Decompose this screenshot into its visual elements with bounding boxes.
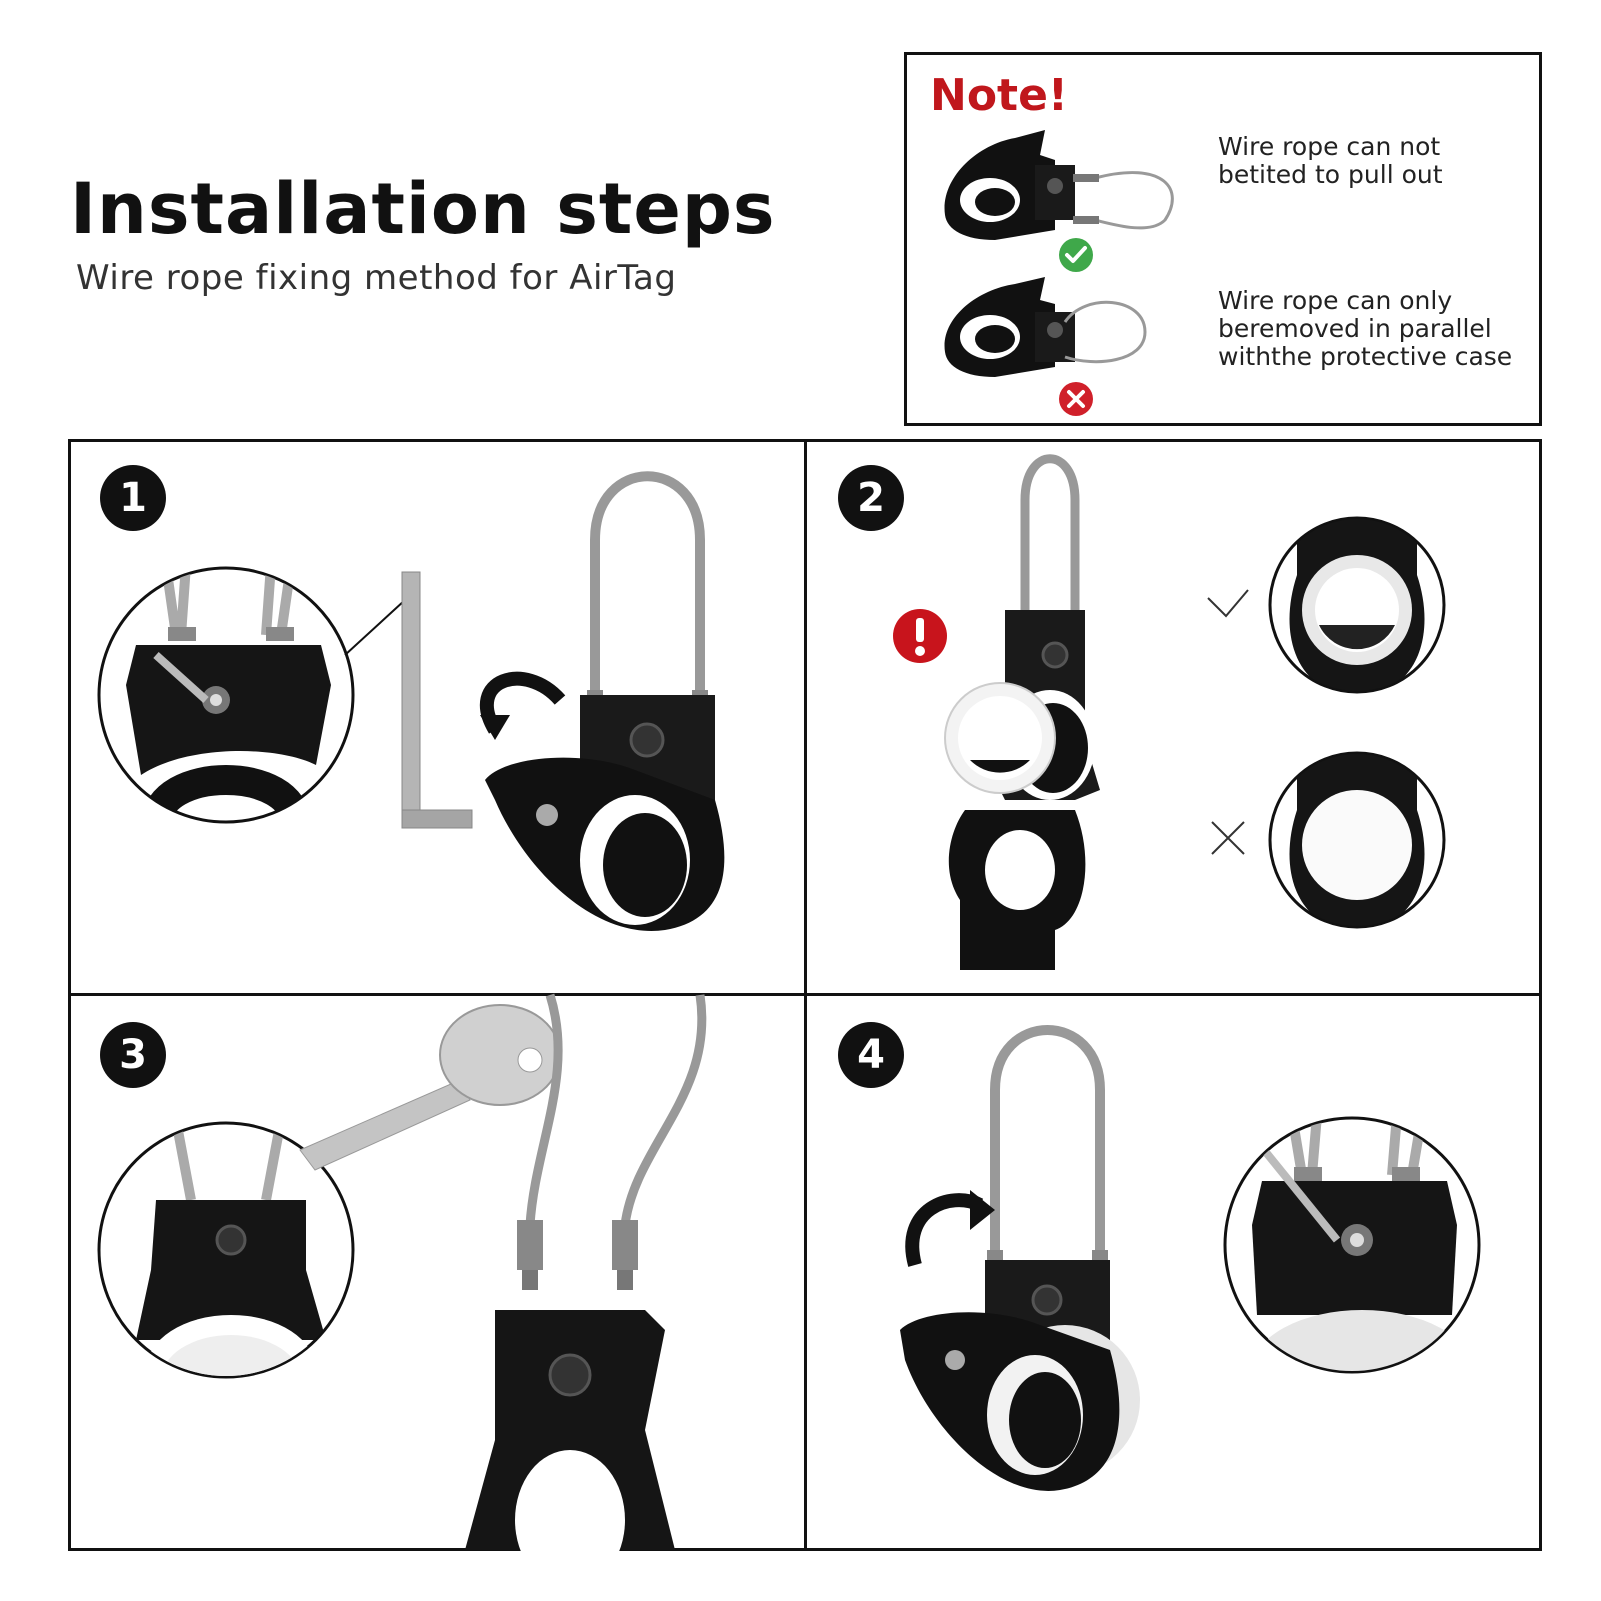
note-title: Note! [930,70,1068,121]
step-3-cable-illustration [517,993,707,1290]
note-wrong-illustration [944,277,1147,377]
step-1-product-illustration [479,471,725,931]
step-2-product-illustration [944,454,1100,970]
step-4-badge: 4 [838,1022,904,1088]
step-3-bracket-illustration [465,1310,675,1590]
step-3-zoom-illustration [97,1121,355,1379]
step-4-product-illustration [900,1025,1140,1491]
note-wrong-text: Wire rope can only beremoved in parallel… [1218,286,1513,371]
grid-divider-horizontal [68,993,1542,996]
step-2-wrong-zoom [1268,751,1446,929]
check-mark-icon [1207,589,1249,618]
cross-icon [1059,382,1093,416]
page-title: Installation steps [70,168,776,250]
step-2-correct-zoom [1268,516,1446,694]
step-3-badge: 3 [100,1022,166,1088]
hex-key-icon [344,571,473,829]
step-4-zoom-illustration [1223,1116,1481,1374]
note-correct-illustration [944,130,1174,240]
step-2-badge: 2 [838,465,904,531]
step-1-badge: 1 [100,465,166,531]
key-icon [299,1004,561,1171]
note-panel [904,52,1542,426]
note-correct-text: Wire rope can not betited to pull out [1218,132,1443,189]
check-icon [1059,238,1093,272]
page-subtitle: Wire rope fixing method for AirTag [76,258,677,298]
step-1-zoom-illustration [97,566,355,824]
warning-icon [893,609,947,663]
x-mark-icon [1211,821,1245,855]
